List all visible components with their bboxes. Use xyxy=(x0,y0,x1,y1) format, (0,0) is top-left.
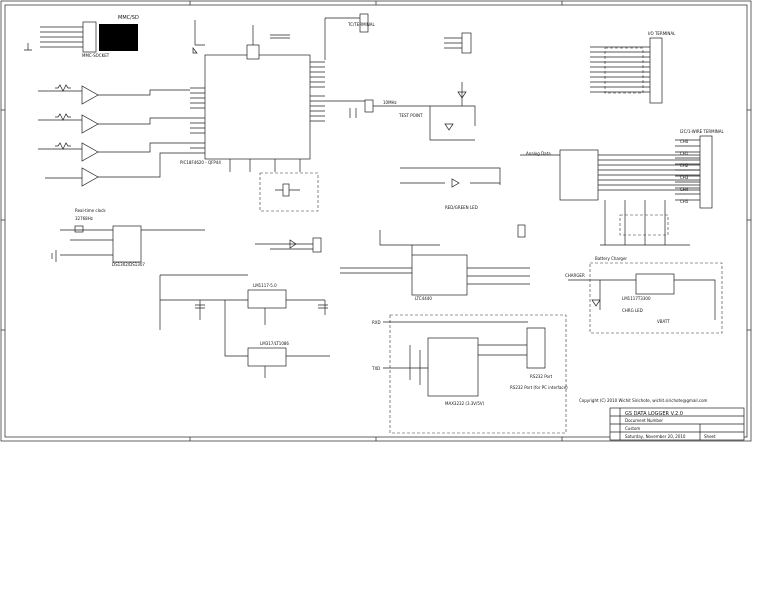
date-label: Saturday, November 20, 2010 xyxy=(625,434,686,439)
test-point-led: TEST POINT xyxy=(398,82,476,141)
opamp-channels xyxy=(38,84,190,187)
ltc-label: LTC4440 xyxy=(415,296,432,301)
copyright-text: Copyright (C) 2010 Wichit Sirichote, wic… xyxy=(579,398,708,403)
document-number-label: Document Number xyxy=(625,418,663,423)
tx-label: TXD xyxy=(371,366,380,371)
regulator-3v3: LM317/LT1086 xyxy=(224,300,330,378)
rx-label: RXD xyxy=(372,320,381,325)
rtc-chip-label: DS1302/DS1307 xyxy=(112,262,145,267)
svg-text:CH0: CH0 xyxy=(680,139,689,144)
io-terminal: I/O TERMINAL xyxy=(590,31,676,104)
test-point-label: TEST POINT xyxy=(398,113,423,118)
pic-label: PIC18F4620 - QFP44 xyxy=(180,160,221,165)
lm1117-label: LM1117-5.0 xyxy=(253,283,277,288)
charger-label: CHARGER xyxy=(565,273,585,278)
mmc-connector-label: MMC-SOCKET xyxy=(82,53,110,58)
ltc-driver: LTC4440 xyxy=(340,224,530,301)
chrg-led-label: CHRG LED xyxy=(622,308,643,313)
io-terminal-label: I/O TERMINAL xyxy=(648,31,676,36)
lm317-label: LM317/LT1086 xyxy=(260,341,289,346)
rs232-note-label: RS232 Port (for PC interface) xyxy=(510,385,568,390)
sheet-inner-border xyxy=(4,4,748,438)
sheet-label: Sheet xyxy=(704,434,716,439)
mmc-label: MMC/SD xyxy=(118,15,139,21)
x1-label: 32768Hz xyxy=(75,216,93,221)
rtc-section: Real-time clock DS1302/DS1307 32768Hz xyxy=(51,208,205,267)
main-crystal: 10MHz xyxy=(325,99,420,118)
title-block: GS DATA LOGGER V.2.0 Document Number Cus… xyxy=(609,407,745,441)
pic-microcontroller: PIC18F4620 - QFP44 xyxy=(180,54,325,172)
mmc-sd-socket: MMC/SD MMC-SOCKET xyxy=(24,15,139,58)
tc-terminal: TC/TERMINAL xyxy=(324,13,375,60)
svg-text:CH3: CH3 xyxy=(680,175,689,180)
rs232-chip-label: MAX3232 (3.3V/5V) xyxy=(445,401,485,406)
battery-charger: Battery Charger LM1117T3300 CHARGER CHRG… xyxy=(565,256,723,334)
i2c-terminal: I2C/1-WIRE TERMINAL xyxy=(675,129,725,209)
x2-label: 10MHz xyxy=(383,100,397,105)
channel-labels: CH0 CH1 CH2 CH3 CH4 CH5 xyxy=(680,139,689,204)
status-led-label: RED/GREEN LED xyxy=(445,205,478,210)
charger-chip-label: LM1117T3300 xyxy=(622,296,651,301)
battery-charger-label: Battery Charger xyxy=(595,256,627,261)
title-text: GS DATA LOGGER V.2.0 xyxy=(625,411,683,417)
rs232-port-label: RS232 Port xyxy=(530,374,553,379)
vbatt-label: VBATT xyxy=(657,319,670,324)
regulator-5v: LM1117-5.0 xyxy=(159,274,326,330)
battery-input xyxy=(255,237,322,253)
analog-mux: Analog Data xyxy=(520,149,700,201)
status-led: RED/GREEN LED xyxy=(400,167,501,210)
power-caps xyxy=(195,300,328,320)
custom-label: Custom xyxy=(625,426,640,431)
svg-text:CH4: CH4 xyxy=(680,187,689,192)
svg-text:CH5: CH5 xyxy=(680,199,689,204)
rtc-crystal-box xyxy=(259,172,319,212)
svg-text:CH2: CH2 xyxy=(680,163,689,168)
reset-circuit xyxy=(192,20,290,60)
resistor-array xyxy=(600,200,690,246)
rs232-section: MAX3232 (3.3V/5V) RS232 Port RS232 Port … xyxy=(371,314,568,434)
svg-text:CH1: CH1 xyxy=(680,151,689,156)
rtc-section-label: Real-time clock xyxy=(75,208,106,213)
analog-data-label: Analog Data xyxy=(526,151,551,156)
i2c-terminal-label: I2C/1-WIRE TERMINAL xyxy=(680,129,725,134)
border-tick-marks xyxy=(1,1,751,441)
tc-terminal-label: TC/TERMINAL xyxy=(347,22,375,27)
top-connector xyxy=(444,32,472,54)
